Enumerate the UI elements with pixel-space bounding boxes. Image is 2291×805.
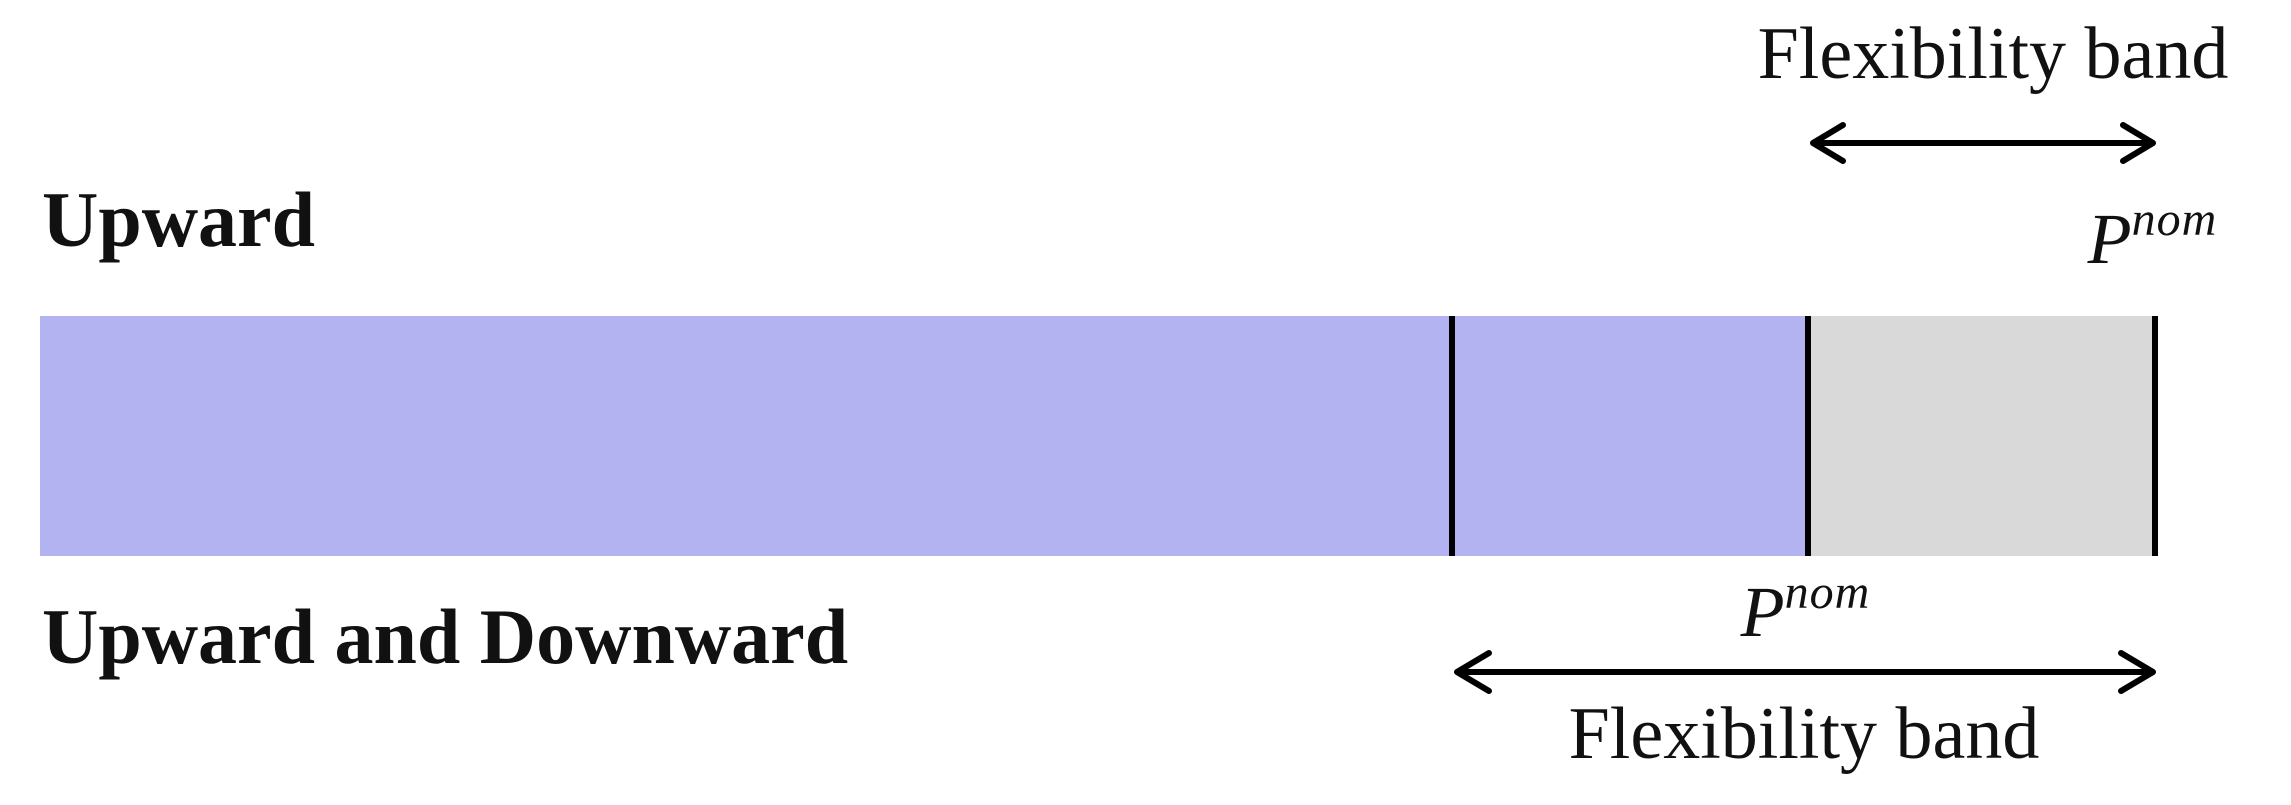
operating-range-segment (40, 316, 1808, 556)
power-bar (40, 316, 2158, 556)
row-label-upward-and-downward: Upward and Downward (42, 593, 849, 680)
marker-line-max-power (2152, 316, 2158, 556)
pnom-base-bottom: P (1740, 572, 1785, 652)
upward-flexibility-segment (1808, 316, 2158, 556)
pnom-superscript-bottom: nom (1784, 566, 1871, 619)
pnom-label-top: Pnom (2035, 192, 2270, 281)
flexibility-band-arrow-top-icon (1810, 122, 2156, 164)
flexibility-band-label-bottom: Flexibility band (1568, 693, 2040, 775)
marker-line-downward-band-start (1449, 316, 1455, 556)
pnom-label-bottom: Pnom (1688, 565, 1923, 654)
flexibility-band-label-top: Flexibility band (1757, 13, 2229, 95)
pnom-superscript-top: nom (2131, 193, 2218, 246)
row-label-upward: Upward (42, 176, 316, 263)
marker-line-pnom (1805, 316, 1811, 556)
flexibility-band-arrow-bottom-icon (1454, 650, 2156, 694)
pnom-base-top: P (2087, 199, 2132, 279)
